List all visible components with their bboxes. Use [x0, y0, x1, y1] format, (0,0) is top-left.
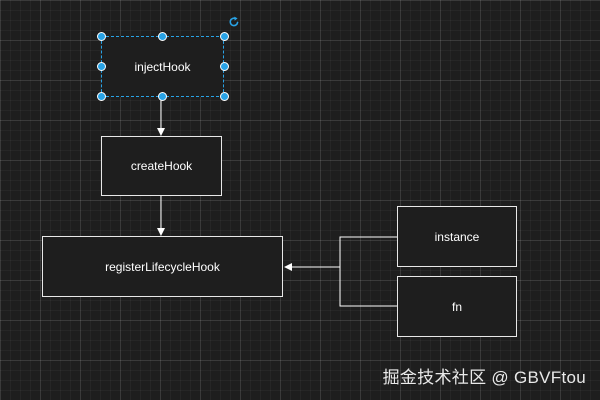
resize-handle-middle-right[interactable] [220, 62, 229, 71]
resize-handle-bottom-left[interactable] [97, 92, 106, 101]
node-fn[interactable]: fn [397, 276, 517, 337]
node-label: createHook [130, 159, 193, 173]
node-label: instance [434, 229, 480, 244]
watermark: 掘金技术社区 @ GBVFtou [382, 368, 586, 387]
rotate-icon[interactable] [228, 16, 240, 28]
node-create-hook[interactable]: createHook [101, 136, 222, 196]
node-label: registerLifecycleHook [105, 259, 220, 274]
node-register-lifecycle-hook[interactable]: registerLifecycleHook [42, 236, 283, 297]
node-label: injectHook [134, 59, 191, 74]
resize-handle-top-center[interactable] [158, 32, 167, 41]
node-inject-hook[interactable]: injectHook [101, 36, 224, 97]
resize-handle-top-right[interactable] [220, 32, 229, 41]
resize-handle-top-left[interactable] [97, 32, 106, 41]
node-label: fn [451, 299, 462, 314]
resize-handle-bottom-right[interactable] [220, 92, 229, 101]
node-instance[interactable]: instance [397, 206, 517, 267]
resize-handle-bottom-center[interactable] [158, 92, 167, 101]
connector-instance-fn-to-registerlifecyclehook[interactable] [339, 236, 398, 307]
resize-handle-middle-left[interactable] [97, 62, 106, 71]
